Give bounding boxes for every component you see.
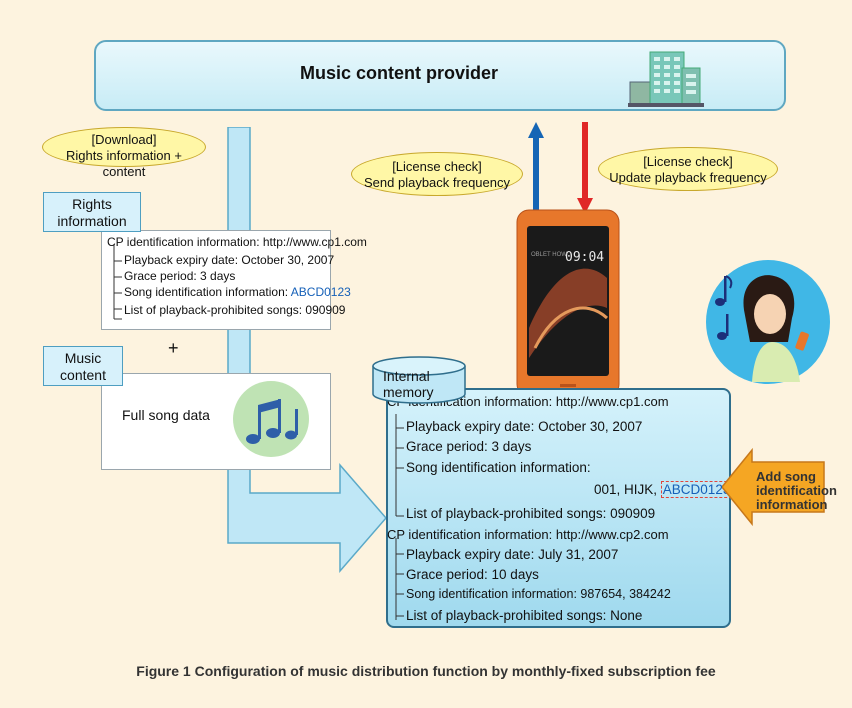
memory-cp2-line: CP identification information: http://ww… [387,527,669,542]
memory-tree-lines [395,414,404,620]
add-label-line2: identification [756,483,837,498]
memory-cp1-prohibited: List of playback-prohibited songs: 09090… [406,506,656,521]
add-label-line1: Add song [756,469,816,484]
rights-song-code: ABCD0123 [290,285,351,299]
rights-prohibited-line: List of playback-prohibited songs: 09090… [124,303,346,317]
listener-illustration [706,260,830,384]
memory-cp2-song: Song identification information: 987654,… [406,587,671,601]
plus-sign: + [168,338,179,358]
add-song-label: Add song identification information [730,455,837,519]
rights-tag-line2: information [57,213,127,229]
add-song-arrow [722,448,825,526]
update-bubble-line2: Update playback frequency [609,170,767,185]
send-frequency-bubble: [License check] Send playback frequency [351,152,523,196]
send-bubble-line2: Send playback frequency [364,175,510,190]
memory-cp1-song-code: ABCD0123 [660,481,733,498]
provider-title: Music content provider [300,63,499,83]
download-bubble: [Download] Rights information + content [42,127,206,179]
memory-cp1-song-values: 001, HIJK, ABCD0123 [594,481,733,498]
music-tag-line2: content [60,367,106,383]
music-tag-line1: Music [64,350,102,366]
rights-tree-lines [113,245,122,320]
memory-cp1-song-ids: 001, HIJK, [594,482,658,497]
memory-cp1-expiry: Playback expiry date: October 30, 2007 [406,419,643,434]
memory-label-line1: Internal [383,368,430,384]
music-content-tag: Music content [43,346,123,386]
add-label-line3: information [756,497,828,512]
music-content-card: Full song data [101,373,331,470]
memory-label-line2: memory [383,384,434,400]
rights-song-line: Song identification information: ABCD012… [124,285,351,299]
download-flow-arrow [227,127,387,574]
rights-tag-line1: Rights [72,196,112,212]
download-bubble-line1: [Download] [91,132,157,147]
send-frequency-arrow [528,122,544,214]
memory-cp1-grace: Grace period: 3 days [406,439,532,454]
music-notes-icon [233,381,309,457]
memory-cp2-grace: Grace period: 10 days [406,567,539,582]
memory-cp2-prohibited: List of playback-prohibited songs: None [406,608,643,623]
update-frequency-bubble: [License check] Update playback frequenc… [598,147,778,191]
rights-cp-line: CP identification information: http://ww… [107,235,367,249]
update-bubble-line1: [License check] [643,154,733,169]
office-building-icon [628,51,704,107]
mobile-phone-illustration [516,209,620,397]
internal-memory-cylinder [372,356,466,404]
rights-information-card: CP identification information: http://ww… [101,230,367,330]
download-bubble-line2: Rights information + content [66,148,182,179]
full-song-data-label: Full song data [122,407,210,423]
update-frequency-arrow [577,122,593,214]
memory-cp1-song-label: Song identification information: [406,460,591,475]
phone-brand: OBLET HOW [531,252,567,258]
send-bubble-line1: [License check] [392,159,482,174]
phone-clock: 09:04 [565,250,605,265]
internal-memory-label: Internal memory [383,368,434,400]
internal-memory-panel: CP identification information: http://ww… [386,388,733,628]
memory-cp2-expiry: Playback expiry date: July 31, 2007 [406,547,619,562]
rights-song-label: Song identification information: [124,285,291,299]
figure-caption: Figure 1 Configuration of music distribu… [136,663,716,679]
rights-information-tag: Rights information [43,192,141,232]
rights-grace-line: Grace period: 3 days [124,269,236,283]
rights-expiry-line: Playback expiry date: October 30, 2007 [124,253,335,267]
